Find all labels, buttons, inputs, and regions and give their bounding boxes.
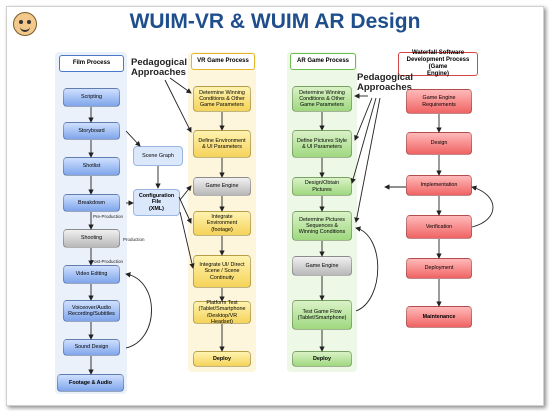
- ar-step-4: Determine Pictures Sequences & Winning C…: [292, 211, 352, 241]
- post-production-label: Post-Production: [91, 259, 124, 264]
- film-step-9: Footage & Audio: [57, 374, 124, 392]
- scene-graph-box: Scene Graph: [133, 146, 183, 166]
- ar-step-2: Define Pictures Style & UI Parameters: [292, 130, 352, 158]
- vr-game-process-header: VR Game Process: [191, 53, 255, 70]
- film-process-header: Film Process: [59, 55, 124, 72]
- film-step-1: Scripting: [63, 88, 120, 107]
- production-label: Production: [123, 237, 145, 242]
- page-title: WUIM-VR & WUIM AR Design: [129, 10, 421, 33]
- vr-step-2: Define Environment & UI Parameters: [193, 130, 251, 158]
- pedagogical-approaches-label-left: Pedagogical Approaches: [131, 57, 187, 78]
- ar-step-1: Determine Winning Conditions & Other Gam…: [292, 86, 352, 112]
- waterfall-step-1: Game Engine Requirements: [406, 89, 472, 114]
- vr-step-4: Integrate Environment (footage): [193, 211, 251, 236]
- vr-step-3: Game Engine: [193, 177, 251, 196]
- waterfall-header: Waterfall Software Development Process (…: [398, 50, 478, 77]
- configuration-file-box: Configuration File (XML): [133, 189, 180, 216]
- pedagogical-approaches-label-right: Pedagogical Approaches: [357, 72, 413, 93]
- ar-game-process-header: AR Game Process: [290, 53, 356, 70]
- ar-step-6: Test Game Flow (Tablet/Smartphone): [292, 300, 352, 330]
- vr-step-1: Determine Winning Conditions & Other Gam…: [193, 86, 251, 112]
- vr-step-5: Integrate UI/ Direct Scene / Scene Conti…: [193, 255, 251, 288]
- waterfall-step-4: Verification: [406, 215, 472, 239]
- film-step-5: Shooting: [63, 229, 120, 248]
- pre-production-label: Pre-Production: [93, 214, 124, 219]
- face-logo-icon: [13, 12, 37, 36]
